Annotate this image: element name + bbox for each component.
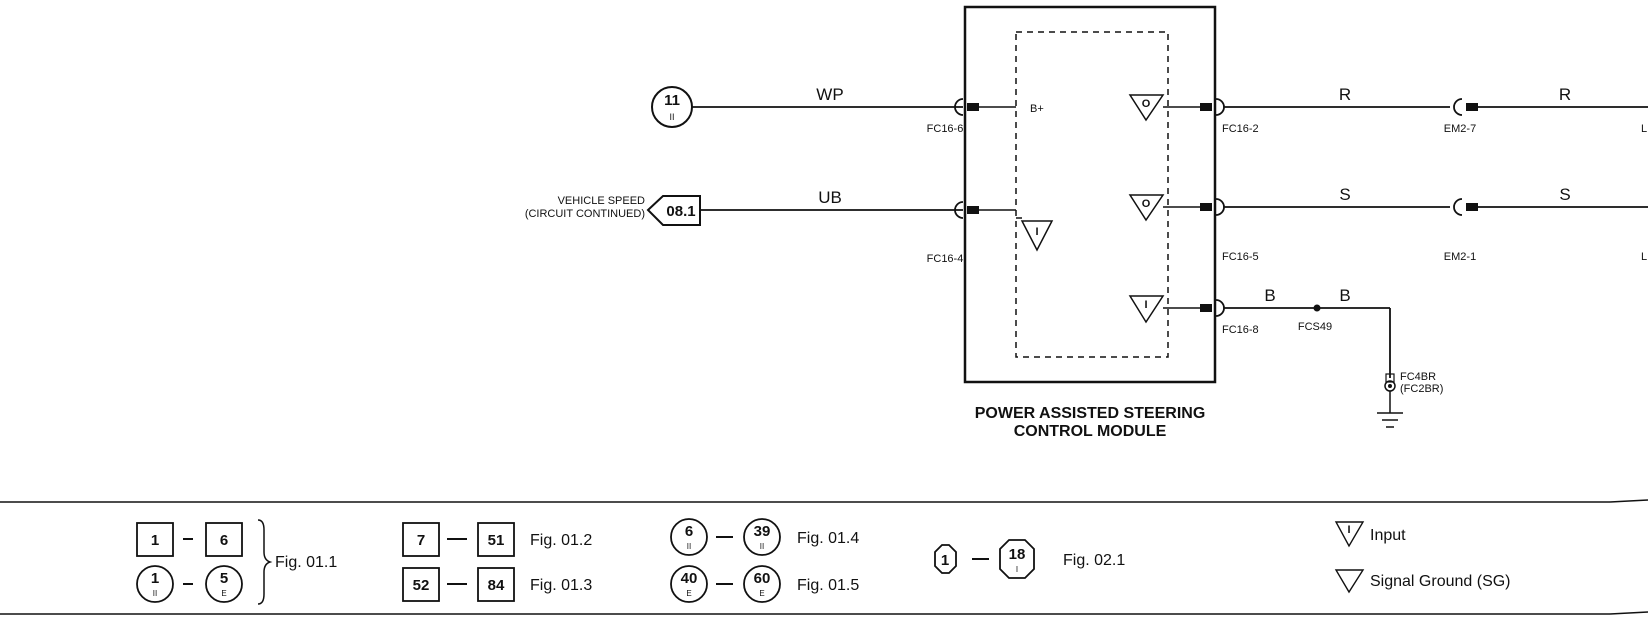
connector-fc16-5: FC16-5	[1222, 251, 1259, 263]
svg-text:II: II	[153, 589, 157, 598]
module-box	[963, 5, 1217, 384]
svg-text:E: E	[759, 589, 764, 598]
legend-fig-015: Fig. 01.5	[797, 577, 859, 594]
svg-text:I: I	[1347, 524, 1350, 536]
svg-text:I: I	[1035, 226, 1038, 238]
module-internal-box	[1015, 31, 1169, 358]
connector-fc16-2: FC16-2	[1222, 123, 1259, 135]
svg-text:08.1: 08.1	[666, 203, 695, 220]
edge-label-r: L	[1641, 123, 1647, 135]
wire-wp-label: WP	[816, 85, 843, 104]
wire-b-label-left: B	[1264, 286, 1275, 305]
svg-text:E: E	[686, 589, 691, 598]
module-title-line2: CONTROL MODULE	[1014, 423, 1167, 440]
svg-text:11: 11	[664, 92, 680, 109]
ref-circle-11: 11 II	[651, 86, 693, 128]
svg-text:52: 52	[413, 577, 430, 594]
wire-s-label-right: S	[1559, 185, 1570, 204]
ground-fc2br: (FC2BR)	[1400, 383, 1443, 395]
svg-text:1: 1	[151, 570, 159, 587]
svg-text:O: O	[1142, 98, 1151, 110]
svg-text:60: 60	[754, 570, 771, 587]
legend-fig-014: Fig. 01.4	[797, 530, 859, 547]
wire-b-label-right: B	[1339, 286, 1350, 305]
svg-text:I: I	[1016, 565, 1018, 574]
svg-text:51: 51	[488, 532, 505, 549]
legend-fig-013: Fig. 01.3	[530, 577, 592, 594]
module-title-line1: POWER ASSISTED STEERING	[975, 405, 1206, 422]
svg-text:5: 5	[220, 570, 228, 587]
edge-label-s: L	[1641, 251, 1647, 263]
legend-fig-012: Fig. 01.2	[530, 532, 592, 549]
svg-text:II: II	[669, 112, 674, 122]
svg-text:6: 6	[220, 532, 228, 549]
legend-panel: 1 6 1 II 5 E Fig. 01.1 7 51 Fig. 01.2 52…	[0, 499, 1648, 615]
svg-text:84: 84	[488, 577, 505, 594]
output-triangle-icon: O	[1128, 94, 1165, 122]
svg-text:II: II	[760, 542, 764, 551]
legend-input-triangle-icon: I	[1334, 521, 1365, 548]
svg-text:6: 6	[685, 523, 693, 540]
splice-point	[1313, 304, 1321, 312]
svg-text:E: E	[221, 589, 226, 598]
input-triangle-icon: I	[1020, 220, 1054, 252]
input-triangle-icon: I	[1128, 295, 1165, 324]
pin-bplus-label: B+	[1030, 103, 1044, 115]
svg-text:18: 18	[1009, 546, 1026, 563]
output-triangle-icon: O	[1128, 194, 1165, 222]
svg-text:1: 1	[941, 552, 949, 569]
legend-fig-021: Fig. 02.1	[1063, 552, 1125, 569]
splice-fcs49: FCS49	[1298, 321, 1332, 333]
connector-fc16-8: FC16-8	[1222, 324, 1259, 336]
svg-text:40: 40	[681, 570, 698, 587]
svg-text:II: II	[687, 542, 691, 551]
connector-fc16-6: FC16-6	[927, 123, 964, 135]
svg-text:7: 7	[417, 532, 425, 549]
svg-text:O: O	[1142, 198, 1151, 210]
vehicle-speed-label-line2: (CIRCUIT CONTINUED)	[525, 208, 645, 220]
ground-symbol-icon	[1377, 391, 1403, 428]
svg-text:39: 39	[754, 523, 771, 540]
wire-ub-label: UB	[818, 188, 842, 207]
legend-input-label: Input	[1370, 527, 1406, 544]
ground-fc4br: FC4BR	[1400, 371, 1436, 383]
vehicle-speed-label-line1: VEHICLE SPEED	[558, 195, 645, 207]
wire-r-label-left: R	[1339, 85, 1351, 104]
svg-text:I: I	[1144, 299, 1147, 311]
connector-em2-1: EM2-1	[1444, 251, 1476, 263]
legend-fig-011: Fig. 01.1	[275, 554, 337, 571]
legend-signal-ground-label: Signal Ground (SG)	[1370, 573, 1511, 590]
legend-signal-ground-icon	[1334, 569, 1365, 594]
continuation-tag-081: 08.1	[646, 195, 701, 226]
svg-text:1: 1	[151, 532, 159, 549]
connector-fc16-4: FC16-4	[927, 253, 964, 265]
connector-em2-7: EM2-7	[1444, 123, 1476, 135]
wire-s-label-left: S	[1339, 185, 1350, 204]
wire-r-label-right: R	[1559, 85, 1571, 104]
